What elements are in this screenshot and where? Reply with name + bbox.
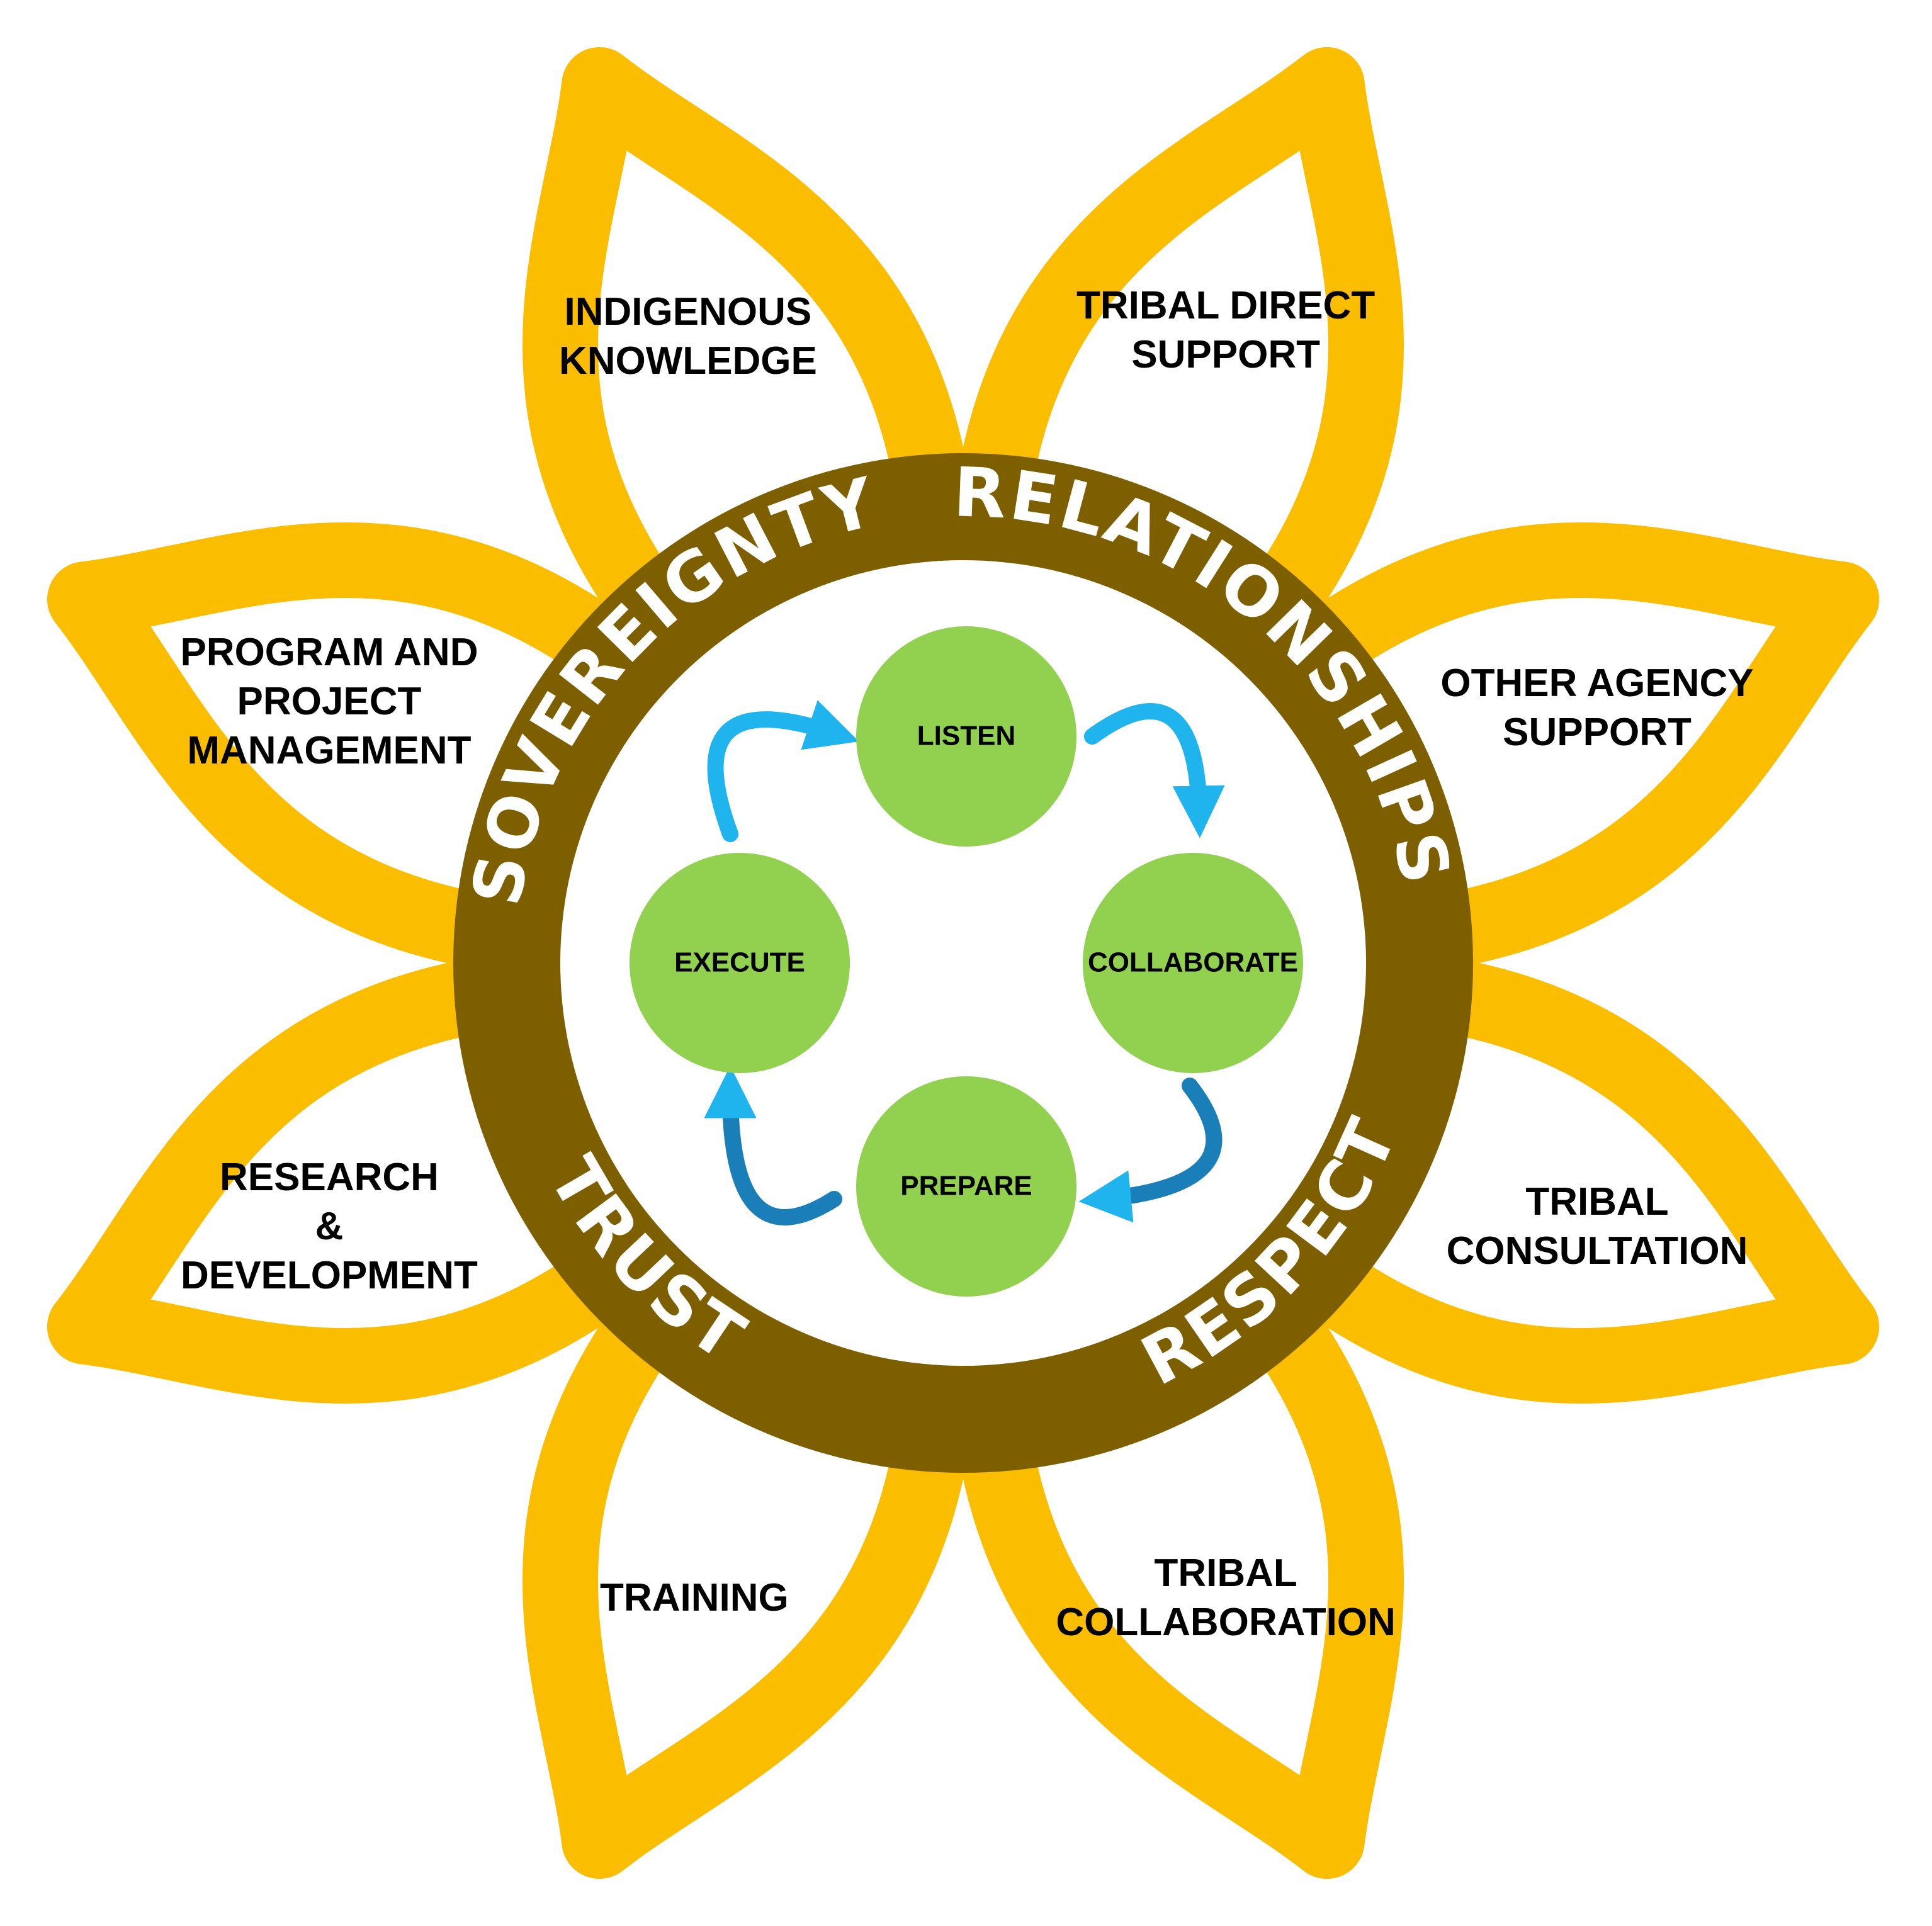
step-label-execute: EXECUTE (674, 947, 805, 978)
petal-label-line: KNOWLEDGE (559, 339, 817, 383)
petal-label-line: MANAGEMENT (187, 729, 471, 772)
step-circle (856, 626, 1076, 847)
cycle-arrows (704, 700, 1225, 1225)
step-circle (630, 853, 850, 1073)
petal-label-line: TRIBAL DIRECT (1076, 284, 1375, 327)
petal-label-line: TRIBAL (1154, 1552, 1297, 1595)
step-prepare: PREPARE (856, 1076, 1076, 1297)
petal-label-tribal-direct-support: TRIBAL DIRECT SUPPORT (1076, 284, 1375, 376)
petal-label-line: SUPPORT (1131, 333, 1320, 376)
petal-label-line: RESEARCH (220, 1156, 439, 1199)
step-circle (856, 1076, 1076, 1297)
petal-label-indigenous-knowledge: INDIGENOUS KNOWLEDGE (559, 290, 817, 383)
petal-label-line: TRIBAL (1525, 1180, 1668, 1224)
petal-label-line: PROGRAM AND (180, 631, 478, 674)
step-circle (1083, 853, 1303, 1073)
petal-label-line: OTHER AGENCY (1440, 662, 1753, 705)
ring-inner-area (560, 560, 1366, 1366)
step-label-collaborate: COLLABORATE (1088, 947, 1298, 978)
petal-label-line: DEVELOPMENT (181, 1254, 478, 1297)
petal-label-tribal-collaboration: TRIBAL COLLABORATION (1056, 1552, 1396, 1644)
arrow-execute-to-listen (707, 700, 859, 842)
arrow-listen-to-collaborate (1084, 703, 1225, 838)
petal-label-training: TRAINING (600, 1576, 789, 1619)
step-listen: LISTEN (856, 626, 1076, 847)
petal-label-line: INDIGENOUS (565, 290, 812, 334)
petal-label-line: SUPPORT (1503, 711, 1692, 754)
petal-label-line: PROJECT (237, 680, 422, 723)
petal-label-program-project-management: PROGRAM AND PROJECT MANAGEMENT (180, 631, 478, 772)
petal-label-line: COLLABORATION (1056, 1601, 1396, 1644)
arrow-prepare-to-execute (704, 1066, 842, 1225)
petal-label-other-agency-support: OTHER AGENCY SUPPORT (1440, 662, 1753, 754)
step-label-prepare: PREPARE (900, 1171, 1032, 1202)
petal-label-tribal-consultation: TRIBAL CONSULTATION (1447, 1180, 1748, 1273)
step-execute: EXECUTE (630, 853, 850, 1073)
petal-label-line: & (315, 1205, 344, 1248)
petal-label-research-development: RESEARCH & DEVELOPMENT (181, 1156, 478, 1297)
arrow-collaborate-to-prepare (1078, 1078, 1223, 1223)
step-collaborate: COLLABORATE (1083, 853, 1303, 1073)
step-label-listen: LISTEN (917, 721, 1015, 752)
petal-label-line: CONSULTATION (1447, 1229, 1748, 1273)
petal-label-line: TRAINING (600, 1576, 789, 1619)
